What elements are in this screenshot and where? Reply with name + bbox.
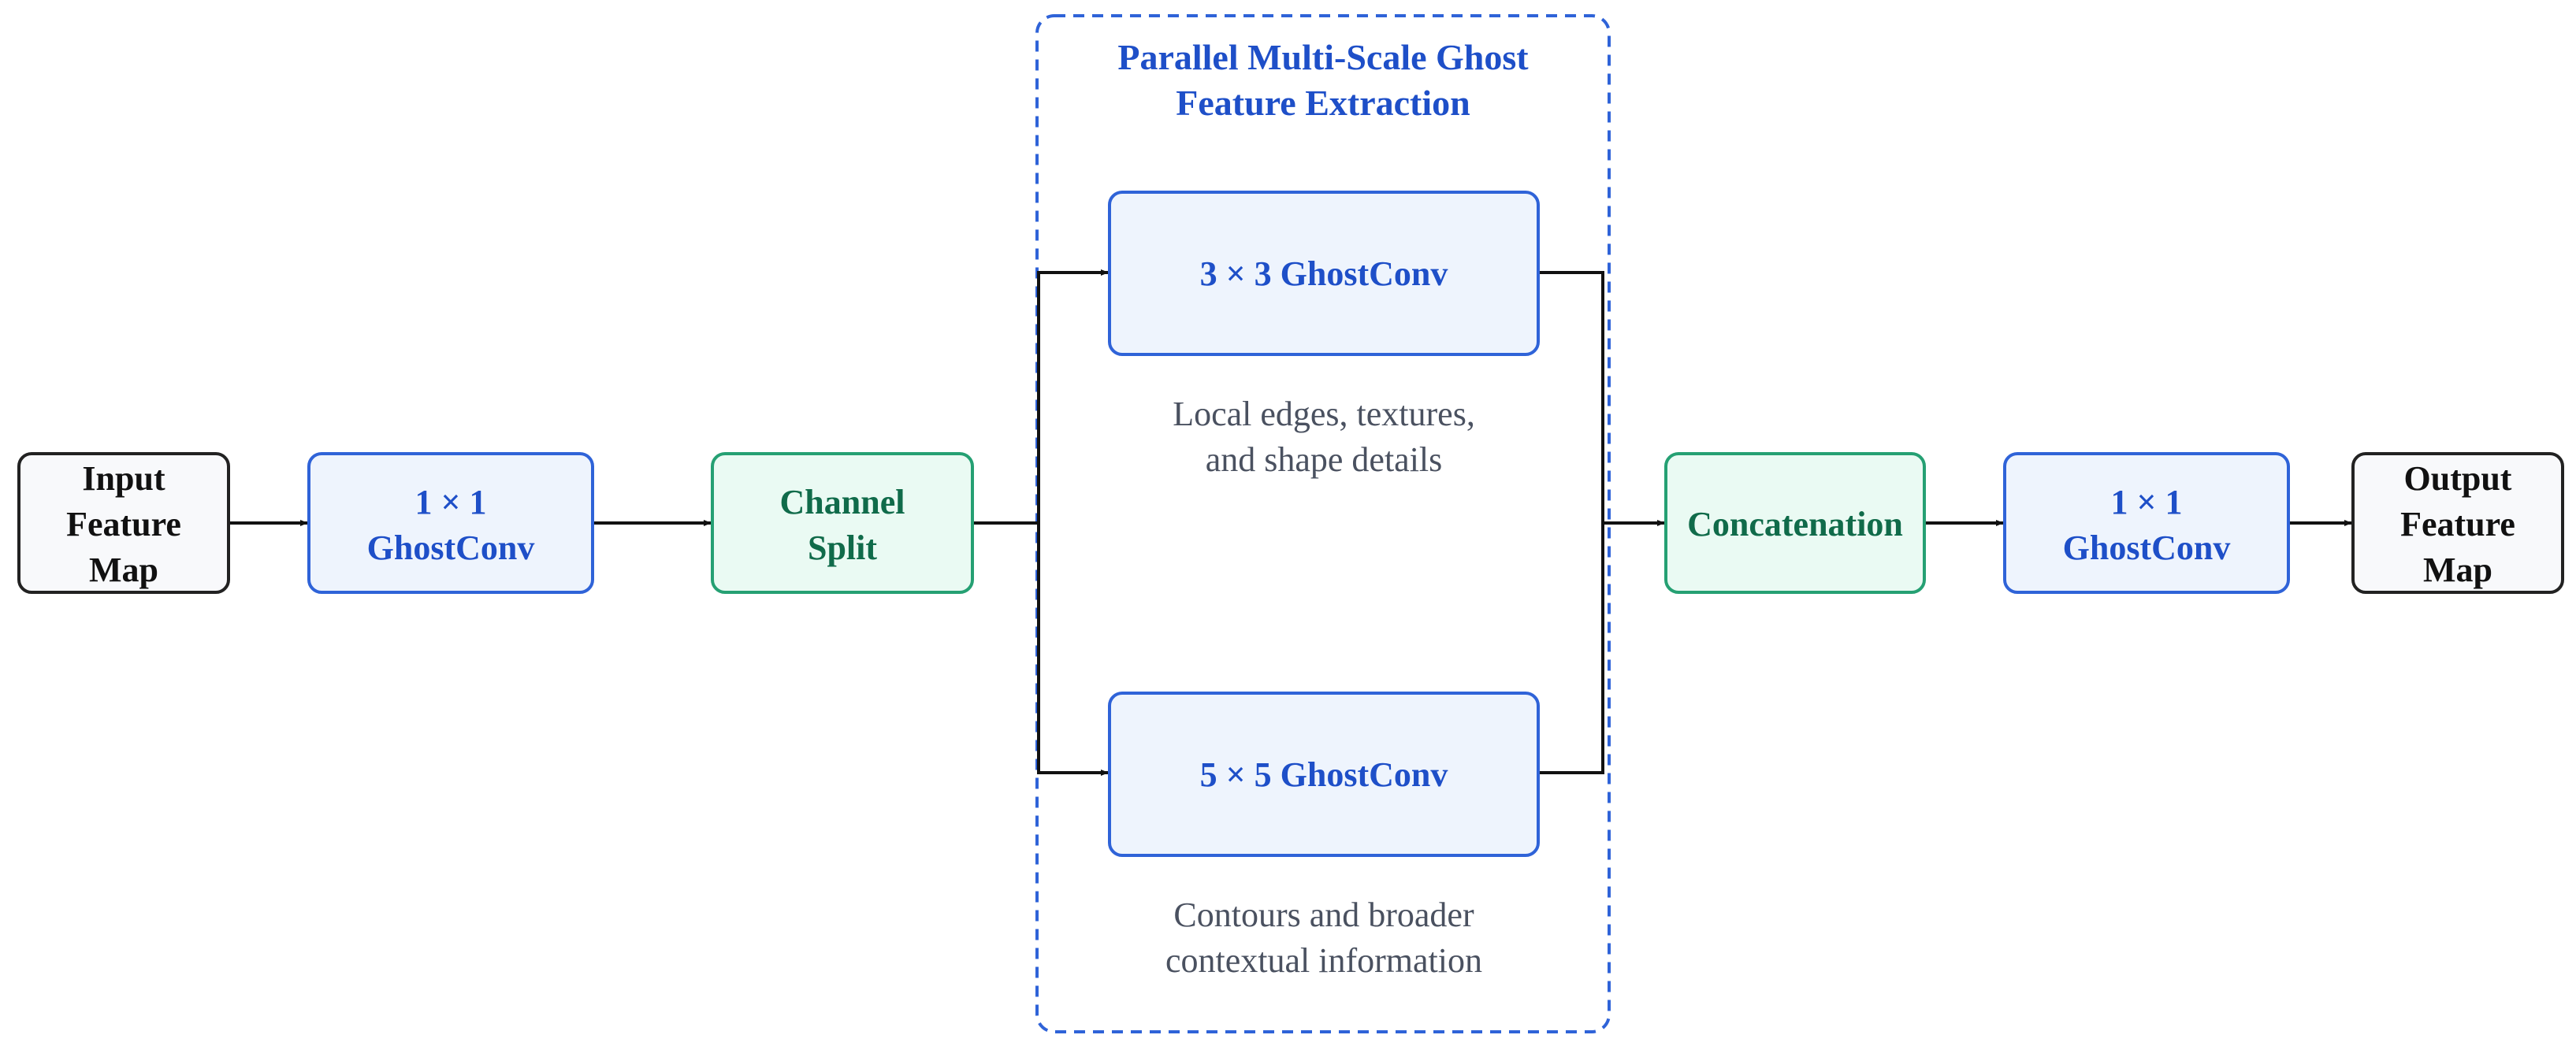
node-conv5-label: 5 × 5 GhostConv [1200,755,1448,794]
node-ghostconv-3x3: 3 × 3 GhostConv [1108,191,1540,356]
edges [229,269,2352,776]
node-concatenation: Concatenation [1664,452,1926,594]
caption-conv3-line-2: and shape details [1206,440,1443,479]
node-conv-in-line-2: GhostConv [367,529,535,567]
caption-conv5-line-2: contextual information [1165,941,1482,980]
edge-conv5-to-concat [1538,523,1604,774]
edge-conv3-to-concat [1538,271,1665,526]
node-split-line-2: Split [808,529,877,567]
node-conv3-label: 3 × 3 GhostConv [1200,254,1448,293]
node-split-line-1: Channel [780,483,905,521]
node-concat-label: Concatenation [1687,505,1903,543]
node-output-line-1: Output [2404,459,2512,498]
node-conv-out-line-2: GhostConv [2063,529,2231,567]
node-conv-out-line-1: 1 × 1 [2110,483,2182,521]
node-input-line-3: Map [89,551,158,589]
node-channel-split: Channel Split [711,452,974,594]
parallel-group-frame [1035,14,1611,1033]
node-input-feature-map: Input Feature Map [17,452,230,594]
group-title-line-2: Feature Extraction [1176,83,1470,123]
edge-split-to-conv5 [1037,523,1109,776]
node-ghostconv-1x1-out: 1 × 1 GhostConv [2003,452,2290,594]
node-conv-in-line-1: 1 × 1 [414,483,486,521]
node-output-line-2: Feature [2400,505,2515,543]
node-ghostconv-5x5: 5 × 5 GhostConv [1108,692,1540,857]
edge-split-to-conv3 [974,269,1109,525]
caption-conv3-line-1: Local edges, textures, [1173,395,1475,433]
node-output-feature-map: Output Feature Map [2351,452,2564,594]
node-input-line-1: Input [82,459,165,498]
group-title-line-1: Parallel Multi-Scale Ghost [1117,37,1529,77]
caption-conv5-line-1: Contours and broader [1173,896,1474,934]
node-ghostconv-1x1-in: 1 × 1 GhostConv [307,452,594,594]
node-output-line-3: Map [2423,551,2492,589]
node-input-line-2: Feature [66,505,181,543]
